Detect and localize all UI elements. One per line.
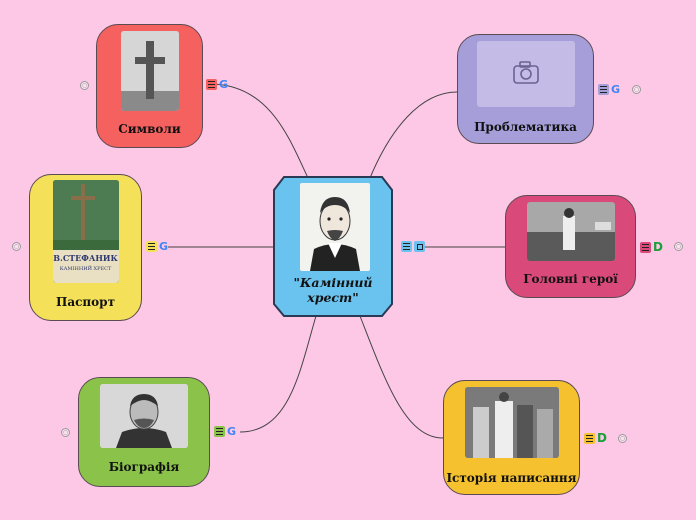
collapse-toggle-passport[interactable]: ○ [12, 242, 21, 251]
notes-icon[interactable] [401, 241, 412, 252]
heroes-label: Головні герої [523, 272, 618, 286]
collapse-toggle-heroes[interactable]: ○ [674, 242, 683, 251]
central-icons [401, 241, 425, 252]
collapse-toggle-history[interactable]: ○ [618, 434, 627, 443]
biography-image [100, 384, 188, 448]
biography-label: Біографія [108, 460, 180, 474]
link-problems [369, 91, 458, 179]
node-passport[interactable]: В.СТЕФАНИК КАМІННИЙ ХРЕСТ Паспорт [29, 174, 142, 321]
node-symbols[interactable]: Символи [96, 24, 203, 148]
link-history [359, 315, 444, 439]
history-icons: D [584, 432, 607, 444]
history-label: Історія написання [446, 471, 577, 485]
central-portrait [300, 183, 370, 271]
passport-label: Паспорт [55, 295, 116, 309]
link-symbols [209, 83, 309, 179]
central-title: "Камінний хрест" [293, 275, 373, 305]
heroes-icons: D [640, 241, 663, 253]
notes-icon[interactable] [598, 84, 609, 95]
problems-label: Проблематика [474, 120, 577, 134]
notes-icon[interactable] [214, 426, 225, 437]
symbols-image [120, 31, 179, 111]
biography-icons: G [214, 426, 236, 437]
google-icon[interactable]: G [219, 78, 229, 91]
collapse-toggle-symbols[interactable]: ○ [80, 81, 89, 90]
notes-icon[interactable] [146, 241, 157, 252]
problems-icons: G [598, 84, 620, 95]
node-history[interactable]: Історія написання [443, 380, 580, 495]
passport-book-cover: В.СТЕФАНИК КАМІННИЙ ХРЕСТ [52, 180, 119, 283]
collapse-toggle-biography[interactable]: ○ [61, 428, 70, 437]
passport-icons: G [146, 241, 168, 252]
node-problems[interactable]: Проблематика [457, 34, 594, 144]
heroes-image [526, 202, 615, 261]
notes-icon[interactable] [640, 241, 651, 253]
drive-icon[interactable]: D [597, 431, 607, 445]
symbols-icons: G [206, 79, 228, 90]
symbols-label: Символи [118, 122, 181, 136]
drive-icon[interactable]: D [653, 240, 663, 254]
camera-icon [512, 61, 539, 84]
node-heroes[interactable]: Головні герої [505, 195, 636, 298]
notes-icon[interactable] [584, 432, 595, 444]
notes-icon[interactable] [206, 79, 217, 90]
link-icon[interactable] [414, 241, 425, 252]
history-image [464, 387, 559, 458]
google-icon[interactable]: G [227, 425, 237, 438]
book-author: В.СТЕФАНИК [53, 253, 118, 263]
google-icon[interactable]: G [611, 83, 621, 96]
problems-image-placeholder [476, 41, 575, 107]
link-biography [239, 315, 317, 433]
node-biography[interactable]: Біографія [78, 377, 210, 487]
collapse-toggle-problems[interactable]: ○ [632, 85, 641, 94]
book-title: КАМІННИЙ ХРЕСТ [59, 266, 112, 272]
central-topic[interactable]: "Камінний хрест" [272, 176, 394, 317]
google-icon[interactable]: G [159, 240, 169, 253]
